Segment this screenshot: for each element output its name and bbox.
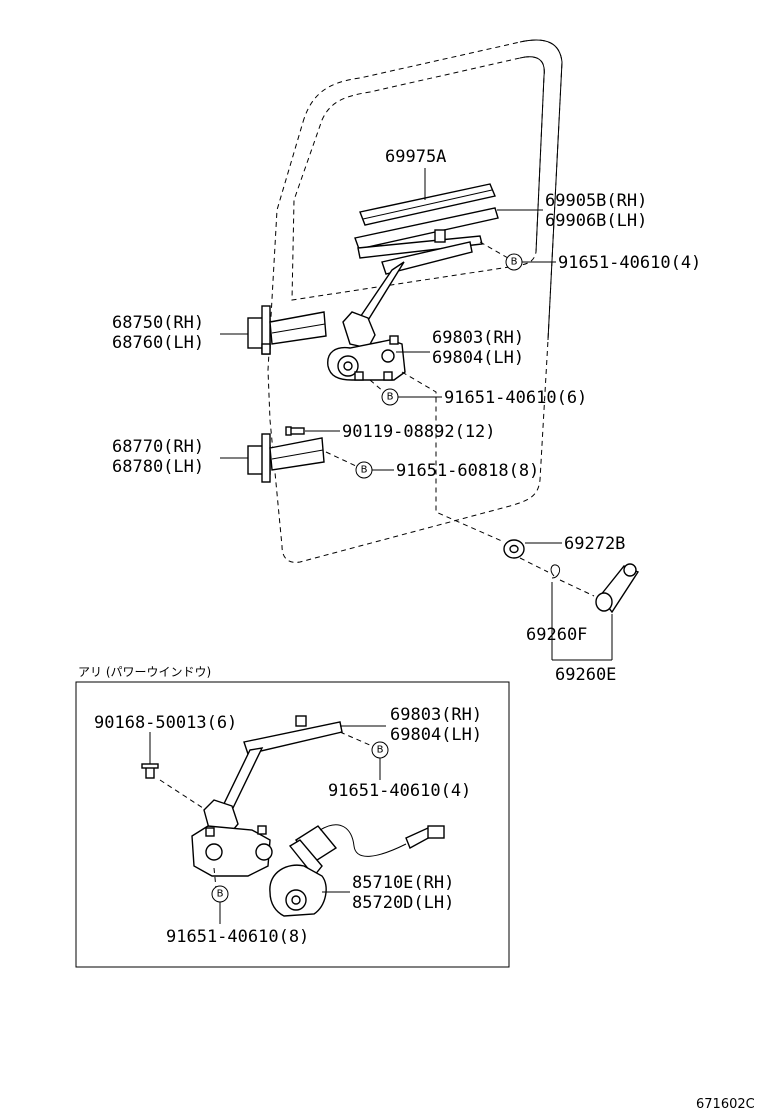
inset-dash-bolt-top xyxy=(339,731,373,747)
door-panel xyxy=(267,39,563,563)
handle-assy-part xyxy=(595,563,640,614)
label-regulator-rh: 69803(RH) xyxy=(432,328,524,348)
inset-label-motor-lh: 85720D(LH) xyxy=(352,893,454,913)
dash-clip xyxy=(519,557,549,573)
label-handle-washer: 69272B xyxy=(564,534,625,554)
bolt-marker-reg-letter: B xyxy=(387,392,394,403)
dash-bolt-top xyxy=(479,241,509,259)
label-lower-hinge-lh: 68780(LH) xyxy=(112,457,204,477)
label-upper-hinge-rh: 68750(RH) xyxy=(112,313,204,333)
upper-hinge-part xyxy=(247,305,327,355)
label-run-channel-rh: 69905B(RH) xyxy=(545,191,647,211)
figure-code: 671602C xyxy=(696,1097,755,1112)
label-bolt-reg: 91651-40610(6) xyxy=(444,388,587,408)
inset-bolt-marker-bottom-letter: B xyxy=(217,889,224,900)
bolt-marker-top-letter: B xyxy=(511,257,518,268)
inset-label-bolt-top: 91651-40610(4) xyxy=(328,781,471,801)
glass-channel-part xyxy=(359,183,496,226)
label-lower-hinge-rh: 68770(RH) xyxy=(112,437,204,457)
label-run-channel-lh: 69906B(LH) xyxy=(545,211,647,231)
label-handle-clip: 69260F xyxy=(526,625,587,645)
dash-bolt-hinge xyxy=(325,451,357,467)
window-regulator-part xyxy=(327,241,473,381)
label-bolt-top: 91651-40610(4) xyxy=(558,253,701,273)
label-bolt-hinge: 91651-60818(8) xyxy=(396,461,539,481)
inset-label-screw: 90168-50013(6) xyxy=(94,713,237,733)
bolt-marker-hinge-letter: B xyxy=(361,465,368,476)
label-hinge-screw: 90119-08892(12) xyxy=(342,422,496,442)
inset-label-motor-rh: 85710E(RH) xyxy=(352,873,454,893)
inset-motor-part xyxy=(269,824,445,917)
inset-frame xyxy=(75,681,510,968)
hinge-screw-part xyxy=(285,426,305,436)
dash-bolt-reg xyxy=(369,379,385,393)
inset-label-bolt-bottom: 91651-40610(8) xyxy=(166,927,309,947)
handle-clip-part xyxy=(550,564,561,579)
inset-screw-part xyxy=(141,763,159,779)
dash-handle xyxy=(559,579,595,597)
inset-dash-screw xyxy=(159,779,207,811)
inset-title: アリ (パワーウインドウ) xyxy=(78,665,211,679)
run-channel-part xyxy=(354,207,499,259)
label-upper-hinge-lh: 68760(LH) xyxy=(112,333,204,353)
label-handle-assy: 69260E xyxy=(555,665,616,685)
inset-bolt-marker-top-letter: B xyxy=(377,745,384,756)
inset-dash-bolt-bottom xyxy=(213,867,217,889)
inset-label-regulator-rh: 69803(RH) xyxy=(390,705,482,725)
inset-label-regulator-lh: 69804(LH) xyxy=(390,725,482,745)
label-regulator-lh: 69804(LH) xyxy=(432,348,524,368)
label-glass-channel: 69975A xyxy=(385,147,446,167)
dash-handle-path xyxy=(401,371,505,543)
lower-hinge-part xyxy=(247,433,325,483)
handle-washer-part xyxy=(503,539,525,559)
inset-regulator-part xyxy=(191,715,343,877)
